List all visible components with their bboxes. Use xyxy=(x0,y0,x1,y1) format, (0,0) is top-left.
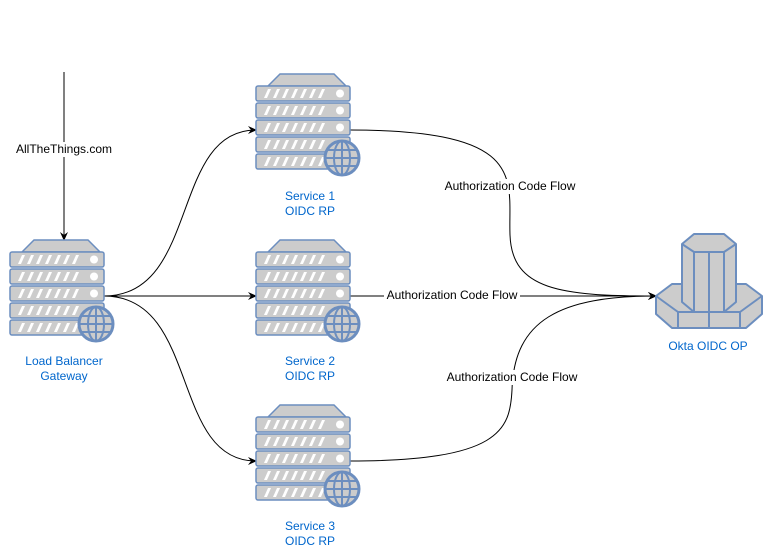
okta-label: Okta OIDC OP xyxy=(668,339,748,353)
load-balancer-label: Load Balancer Gateway xyxy=(0,354,128,384)
flow2-edge-label: Authorization Code Flow xyxy=(384,288,520,303)
service1-label-line2: OIDC RP xyxy=(284,204,335,218)
service1-node[interactable] xyxy=(256,74,359,175)
flow1-edge-label: Authorization Code Flow xyxy=(440,179,580,194)
service2-label: Service 2 OIDC RP xyxy=(246,354,374,384)
service1-label: Service 1 OIDC RP xyxy=(246,189,374,219)
service3-label: Service 3 OIDC RP xyxy=(246,519,374,549)
entry-edge-label: AllTheThings.com xyxy=(16,142,113,157)
server-web-icon xyxy=(256,74,359,175)
service3-node[interactable] xyxy=(256,405,359,506)
service2-node[interactable] xyxy=(256,240,359,341)
edge-lb-service1 xyxy=(103,126,257,297)
service2-label-line1: Service 2 xyxy=(284,354,336,368)
edge-service1-okta xyxy=(349,129,657,300)
edge-lb-service3 xyxy=(103,295,257,465)
flow3-edge-label: Authorization Code Flow xyxy=(442,370,582,385)
server-web-icon xyxy=(256,240,359,341)
load-balancer-label-line2: Gateway xyxy=(40,369,88,383)
database-server-icon xyxy=(655,233,763,329)
service3-label-line1: Service 3 xyxy=(284,519,336,533)
load-balancer-node[interactable] xyxy=(10,240,113,341)
load-balancer-label-line1: Load Balancer xyxy=(25,354,103,368)
server-web-icon xyxy=(10,240,113,341)
server-web-icon xyxy=(256,405,359,506)
okta-node[interactable] xyxy=(655,233,763,329)
edge-service3-okta xyxy=(349,295,657,462)
service2-label-line2: OIDC RP xyxy=(284,369,335,383)
service1-label-line1: Service 1 xyxy=(284,189,336,203)
service3-label-line2: OIDC RP xyxy=(284,534,335,548)
